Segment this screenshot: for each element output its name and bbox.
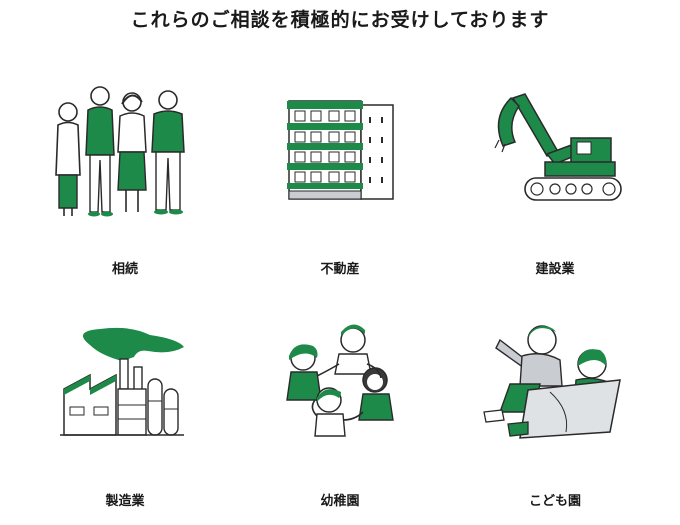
category-item-construction: 建設業 xyxy=(450,80,660,280)
category-item-manufacturing: 製造業 xyxy=(20,315,230,515)
factory-icon xyxy=(60,325,190,440)
category-label: 建設業 xyxy=(535,262,575,277)
category-item-real-estate: 不動産 xyxy=(235,80,445,280)
family-icon xyxy=(50,80,200,225)
category-label: 不動産 xyxy=(320,262,360,277)
excavator-icon xyxy=(485,88,630,213)
category-label: こども園 xyxy=(528,494,581,509)
category-item-certified-childcare: こども園 xyxy=(450,315,660,515)
category-label: 幼稚園 xyxy=(320,494,360,509)
building-icon xyxy=(285,95,400,205)
category-label: 製造業 xyxy=(105,494,145,509)
children-reading-icon xyxy=(480,320,630,445)
category-item-kindergarten: 幼稚園 xyxy=(235,315,445,515)
page-title: これらのご相談を積極的にお受けしております xyxy=(130,9,550,31)
category-item-inheritance: 相続 xyxy=(20,80,230,280)
category-label: 相続 xyxy=(111,262,138,277)
children-playing-icon xyxy=(275,320,405,445)
